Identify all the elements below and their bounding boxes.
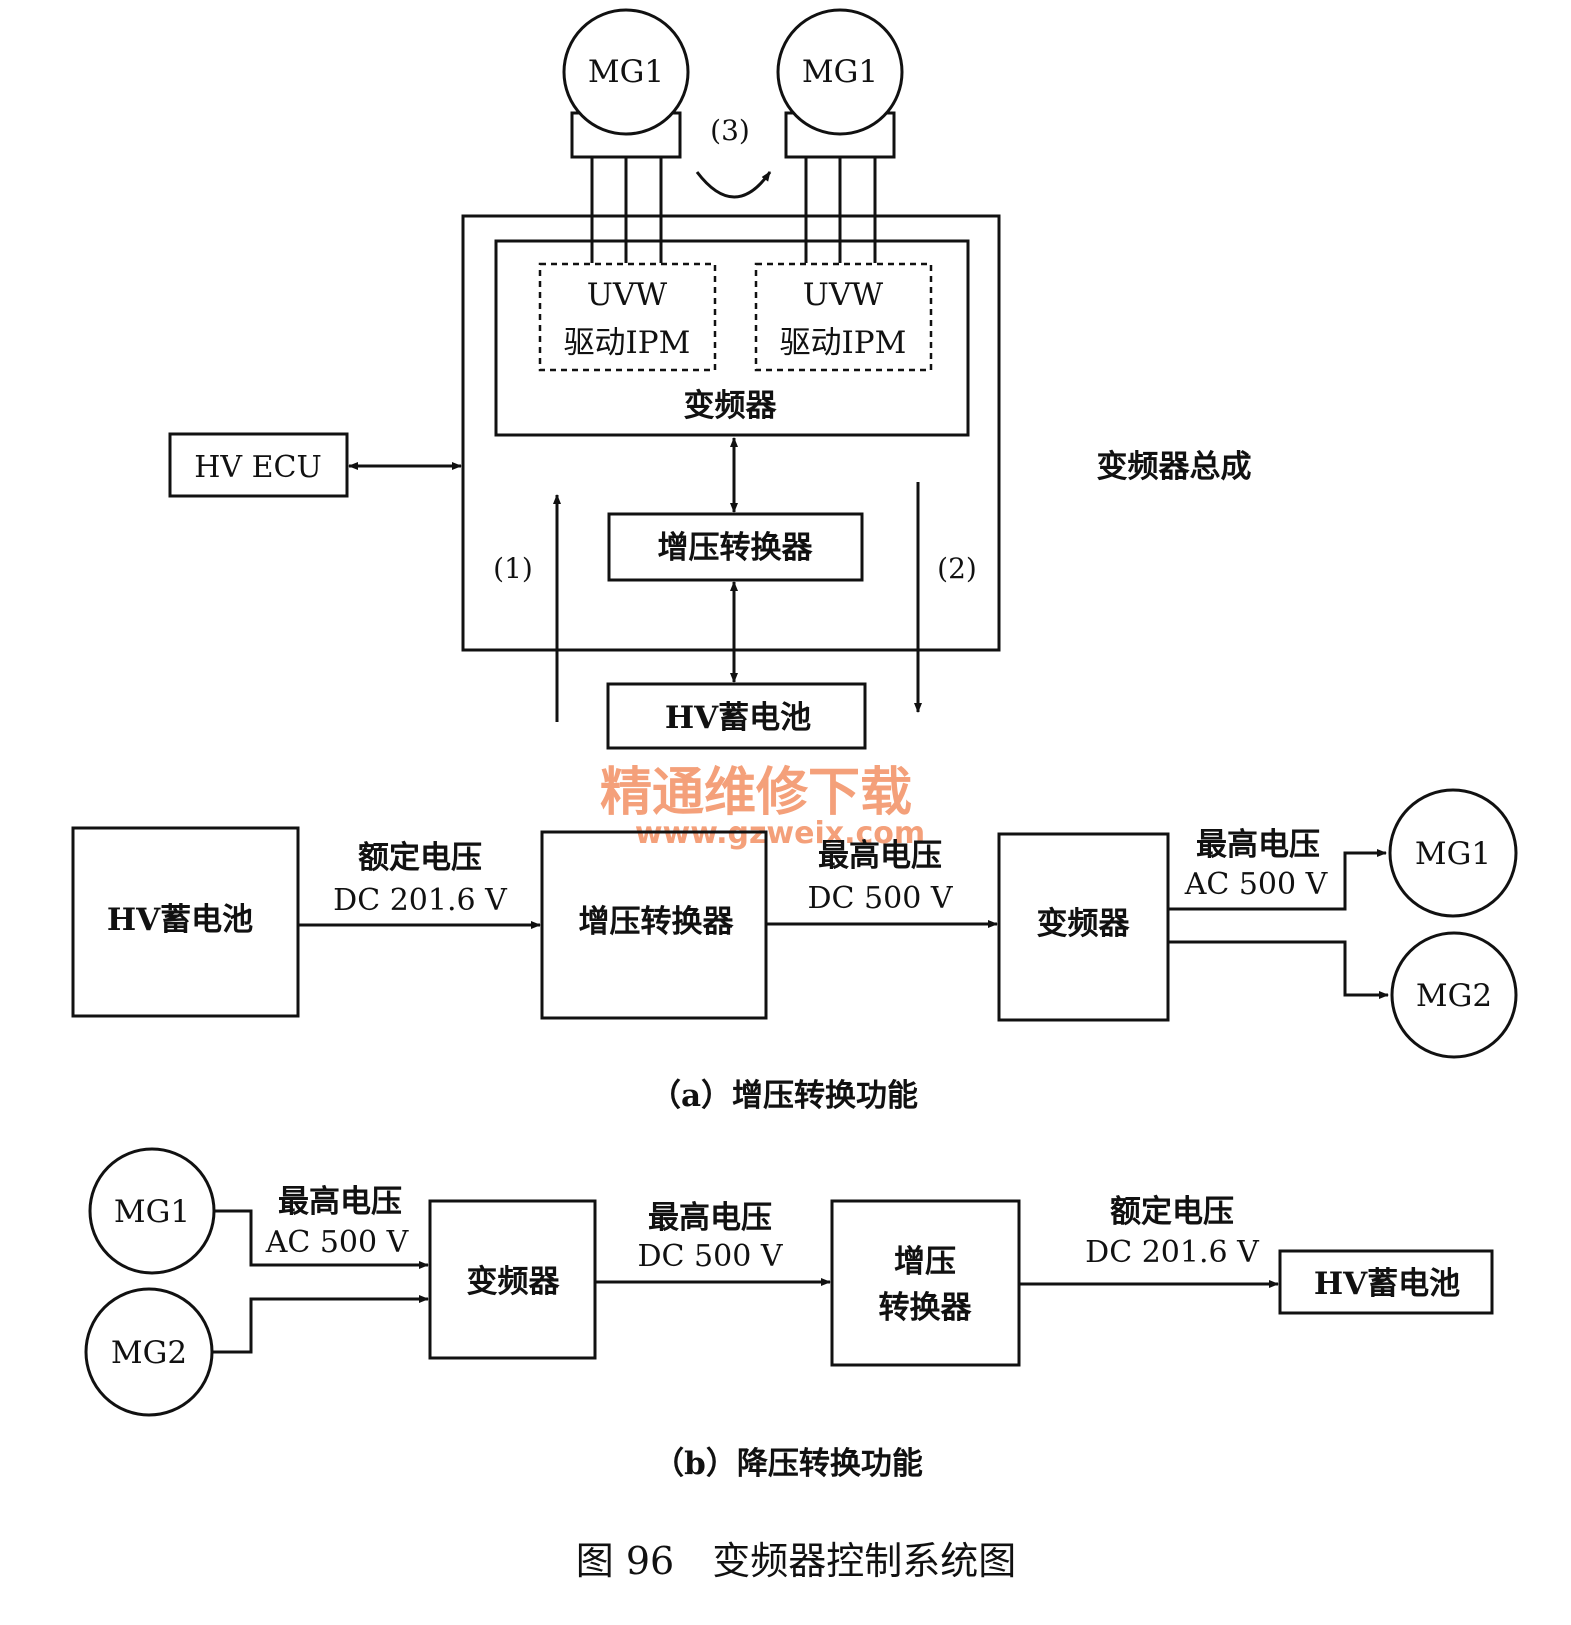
b-boost-line1: 增压	[894, 1244, 956, 1280]
b-inverter-label: 变频器	[467, 1264, 561, 1300]
a-mg1-label: MG1	[1415, 836, 1491, 872]
ipm-right-line2: 驱动IPM	[780, 325, 907, 361]
ipm-left-line2: 驱动IPM	[564, 325, 691, 361]
a-edge1-line1: 额定电压	[358, 840, 482, 876]
a-caption: （a）增压转换功能	[650, 1078, 918, 1114]
boost-converter-label: 增压转换器	[658, 530, 814, 566]
mg1-left-motor	[562, 8, 690, 263]
watermark-title: 精通维修下载	[600, 763, 912, 823]
b-boost-box	[830, 1199, 1021, 1367]
a-inverter-box	[997, 832, 1170, 1022]
hv-ecu-box	[168, 432, 349, 498]
ipm-right-line1: UVW	[803, 277, 884, 313]
inverter-label: 变频器	[684, 388, 778, 424]
hv-ecu-label: HV ECU	[194, 450, 322, 485]
path1-label: (1)	[493, 552, 533, 585]
b-edge1-line2: AC 500 V	[265, 1225, 410, 1260]
assembly-label: 变频器总成	[1097, 449, 1252, 485]
b-inverter-box	[428, 1199, 597, 1360]
a-edge2-line2: DC 500 V	[807, 881, 953, 916]
diagram-a	[71, 788, 1518, 1059]
b-edge2-line1: 最高电压	[648, 1200, 772, 1236]
a-boost-label: 增压转换器	[579, 904, 735, 940]
a-inverter-label: 变频器	[1037, 906, 1131, 942]
hv-battery-label: HV蓄电池	[665, 700, 811, 736]
b-edge3-line1: 额定电压	[1110, 1194, 1234, 1230]
mg1-right-motor	[776, 8, 904, 263]
a-edge3-line2: AC 500 V	[1184, 867, 1329, 902]
a-edge3-line1: 最高电压	[1196, 827, 1320, 863]
path2-label: (2)	[937, 552, 977, 585]
b-mg2-line	[212, 1295, 429, 1354]
b-mg1-label: MG1	[114, 1194, 190, 1230]
b-mg2-label: MG2	[111, 1335, 187, 1371]
path3-curved-arrow	[695, 171, 772, 199]
path3-label: (3)	[710, 114, 750, 147]
hv-battery-box	[606, 682, 867, 750]
a-mg1-circle	[1388, 788, 1518, 918]
top-assembly-diagram	[168, 8, 1001, 750]
boost-converter-box	[607, 512, 864, 582]
b-battery-label: HV蓄电池	[1314, 1266, 1460, 1302]
b-edge1-line1: 最高电压	[278, 1184, 402, 1220]
a-battery-box	[71, 826, 300, 1018]
b-mg1-line	[214, 1209, 429, 1269]
b-edge3-line2: DC 201.6 V	[1085, 1235, 1260, 1270]
inverter-box	[494, 239, 970, 437]
b-battery-box	[1278, 1249, 1494, 1315]
a-mg2-label: MG2	[1416, 978, 1492, 1014]
mg-right-label: MG1	[802, 54, 878, 90]
mg-left-label: MG1	[588, 54, 664, 90]
b-boost-line2: 转换器	[879, 1290, 973, 1326]
a-edge2-line1: 最高电压	[818, 838, 942, 874]
a-mg1-line	[1168, 849, 1387, 911]
a-mg2-line	[1168, 940, 1389, 999]
ipm-right-box	[754, 262, 933, 372]
b-edge2-line2: DC 500 V	[637, 1239, 783, 1274]
diagram-b	[84, 1147, 1494, 1417]
figure-caption: 图 96 变频器控制系统图	[576, 1539, 1016, 1583]
ipm-left-box	[538, 262, 717, 372]
a-edge1-line2: DC 201.6 V	[333, 883, 508, 918]
a-battery-label: HV蓄电池	[107, 902, 253, 938]
b-caption: （b）降压转换功能	[653, 1446, 923, 1482]
a-mg2-circle	[1390, 931, 1518, 1059]
ipm-left-line1: UVW	[587, 277, 668, 313]
